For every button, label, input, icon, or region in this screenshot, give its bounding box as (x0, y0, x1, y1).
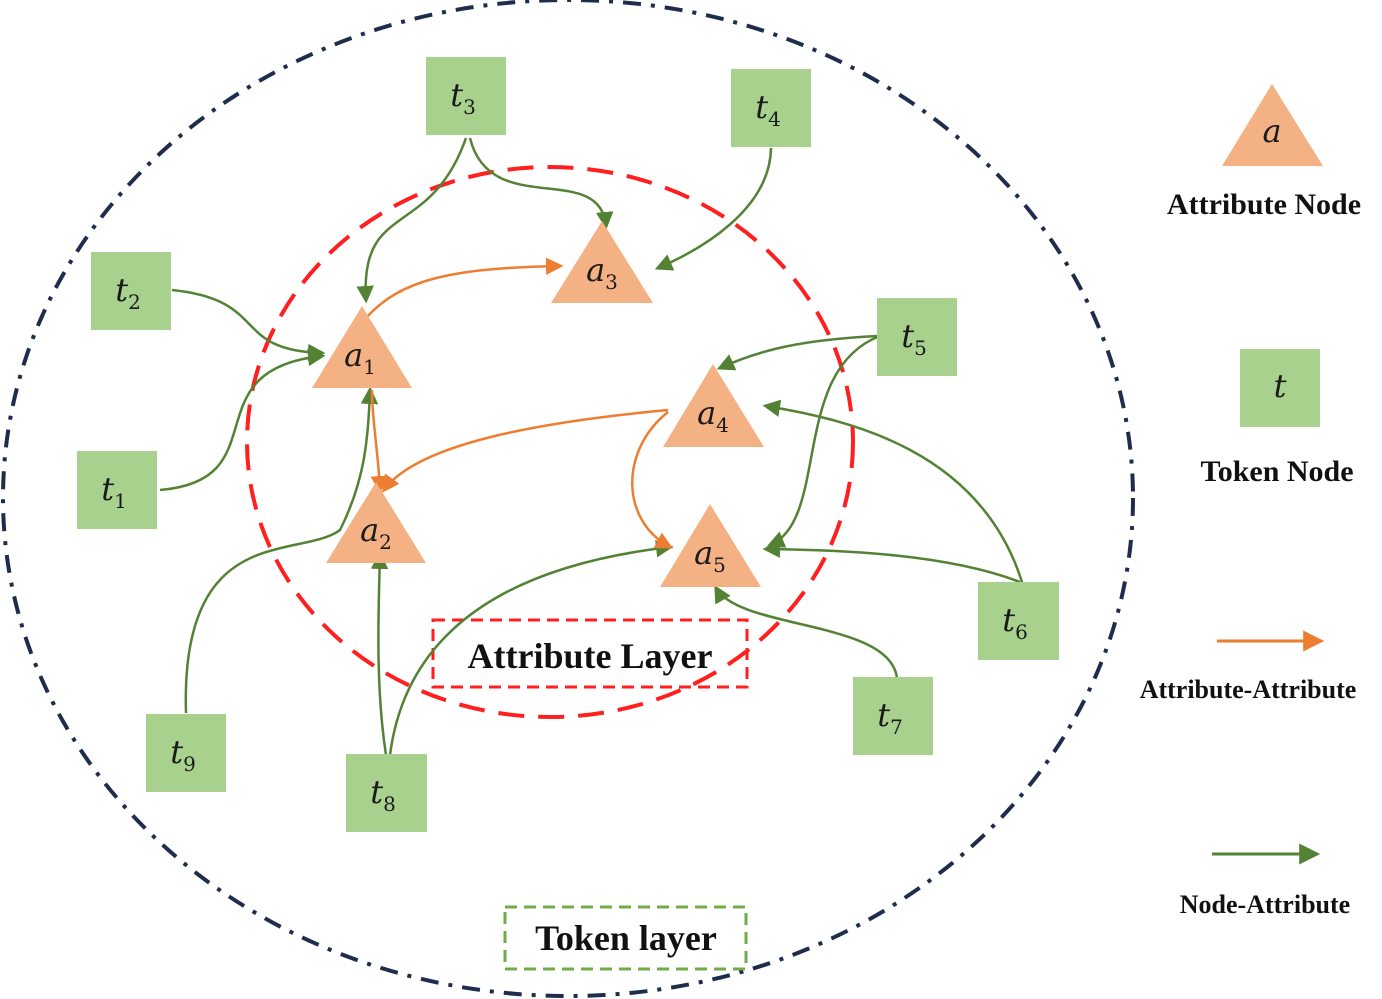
token-node-t7[interactable]: t7 (853, 677, 933, 755)
legend-token-label: Token Node (1200, 455, 1353, 488)
attribute-node-a1[interactable]: a1 (312, 306, 412, 388)
token-node-t8-label: t8 (370, 773, 396, 816)
edge-t2-a1 (171, 288, 326, 362)
legend-token-node: t Token Node (1200, 349, 1354, 488)
legend-attr-attr-edge: Attribute-Attribute (1140, 630, 1357, 704)
attribute-node-a5-label: a5 (694, 534, 726, 577)
legend-attribute-triangle-icon (1222, 84, 1323, 166)
token-node-t2-label: t2 (115, 271, 141, 314)
token-layer-label: Token layer (535, 918, 717, 958)
attribute-node-a1-label: a1 (344, 336, 376, 379)
edge-t5-a5 (766, 334, 881, 548)
legend-token-symbol: t (1274, 367, 1287, 405)
legend-attr-attr-label: Attribute-Attribute (1140, 675, 1357, 704)
token-node-t7-label: t7 (877, 696, 903, 739)
legend-node-attr-edge: Node-Attribute (1180, 843, 1350, 919)
token-node-t8[interactable]: t8 (346, 754, 427, 832)
token-node-t1[interactable]: t1 (77, 451, 157, 529)
token-layer-label-box (503, 905, 748, 971)
attribute-node-a4[interactable]: a4 (663, 364, 764, 447)
edge-t7-a5 (714, 584, 899, 679)
attribute-node-a2-label: a2 (360, 511, 392, 554)
legend-attribute-label: Attribute Node (1167, 188, 1361, 221)
edge-a4-a5 (631, 411, 674, 549)
token-node-t1-label: t1 (101, 470, 127, 513)
edge-t6-a5 (762, 540, 1021, 584)
attribute-node-a5[interactable]: a5 (660, 504, 761, 587)
edge-a4-a2 (381, 408, 669, 493)
edge-t4-a3 (654, 147, 773, 271)
edge-a1-a2 (370, 389, 389, 494)
token-node-t4-label: t4 (755, 88, 781, 131)
token-node-t6-label: t6 (1002, 601, 1028, 644)
edge-t9-a1 (184, 386, 379, 714)
edge-t1-a1 (159, 348, 326, 492)
edge-t5-a4 (716, 334, 878, 371)
legend-attribute-symbol: a (1262, 112, 1281, 150)
token-node-t5-label: t5 (901, 317, 927, 360)
attribute-node-a3-label: a3 (586, 251, 618, 294)
edge-t8-a5 (388, 539, 674, 756)
legend: a Attribute Node t Token Node Attribute-… (1140, 84, 1361, 919)
token-node-t9[interactable]: t9 (146, 714, 226, 792)
attribute-node-a4-label: a4 (697, 394, 729, 437)
token-node-t5[interactable]: t5 (877, 298, 957, 376)
edge-t6-a4 (762, 399, 1024, 583)
token-node-t3[interactable]: t3 (426, 57, 506, 135)
attribute-layer-label: Attribute Layer (468, 636, 713, 676)
token-node-t3-label: t3 (450, 76, 476, 119)
token-node-t2[interactable]: t2 (91, 252, 171, 330)
edge-t3-a1 (356, 137, 468, 304)
attribute-attribute-edges (365, 257, 674, 549)
node-attribute-edges (159, 137, 1024, 756)
edge-t8-a2 (370, 551, 389, 756)
legend-token-square-icon (1240, 349, 1320, 427)
edge-a1-a3 (365, 257, 564, 319)
attribute-layer-label-box (431, 618, 749, 689)
legend-attribute-node: a Attribute Node (1167, 84, 1361, 221)
attribute-node-a2[interactable]: a2 (326, 482, 426, 563)
attribute-layer-boundary (245, 165, 855, 719)
token-layer-boundary (1, 0, 1135, 998)
legend-node-attr-label: Node-Attribute (1180, 890, 1350, 919)
token-node-t6[interactable]: t6 (978, 582, 1059, 660)
token-node-t4[interactable]: t4 (731, 69, 811, 147)
token-node-t9-label: t9 (170, 733, 196, 776)
attribute-node-a3[interactable]: a3 (551, 221, 653, 303)
edge-t3-a3 (468, 137, 614, 230)
